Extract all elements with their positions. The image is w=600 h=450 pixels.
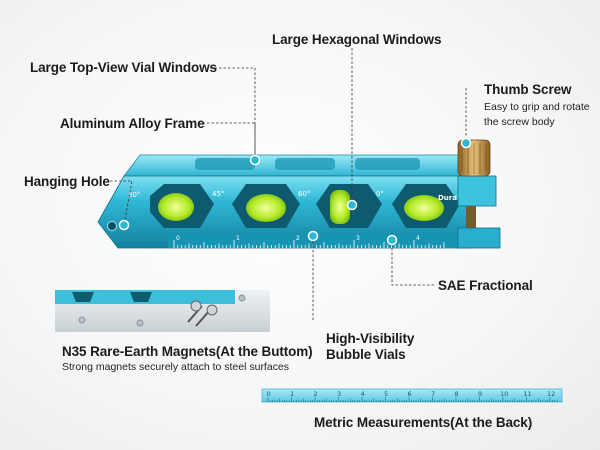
label-bubble-vials-2: Bubble Vials <box>326 347 406 362</box>
metric-number: 1 <box>290 390 294 398</box>
metric-number: 4 <box>361 390 365 398</box>
thumb-screw <box>457 139 491 177</box>
label-metric: Metric Measurements(At the Back) <box>314 415 533 430</box>
angle-mark-0: 0° <box>376 190 384 198</box>
metric-number: 3 <box>337 390 341 398</box>
label-aluminum-frame: Aluminum Alloy Frame <box>60 116 205 131</box>
label-magnets: N35 Rare-Earth Magnets(At the Buttom) <box>62 344 313 359</box>
metric-number: 8 <box>455 390 459 398</box>
brand-logo: DuraTech <box>438 194 475 202</box>
hexagonal-window-1 <box>150 184 214 228</box>
bubble-vial <box>246 194 286 222</box>
metric-number: 7 <box>431 390 435 398</box>
sae-number: 3 <box>356 235 360 242</box>
magnet-inset <box>55 290 270 332</box>
screw-rod <box>466 206 476 236</box>
label-top-view-windows: Large Top-View Vial Windows <box>30 60 217 75</box>
angle-mark-45: 45° <box>212 190 224 198</box>
hexagonal-window-2 <box>232 184 300 228</box>
bubble-vial <box>404 195 444 221</box>
label-hanging-hole: Hanging Hole <box>24 174 110 189</box>
metric-number: 12 <box>547 390 555 398</box>
sae-number: 1 <box>236 235 240 242</box>
label-thumb-screw: Thumb Screw <box>484 82 572 97</box>
sae-number: 2 <box>296 235 300 242</box>
metric-number: 9 <box>478 390 482 398</box>
label-sae-fractional: SAE Fractional <box>438 278 533 293</box>
top-view-window <box>195 158 255 170</box>
callout-dots <box>118 137 472 246</box>
metric-number: 2 <box>314 390 318 398</box>
sae-number: 4 <box>416 235 420 242</box>
metric-number: 10 <box>500 390 508 398</box>
metric-number: 5 <box>384 390 388 398</box>
thumb-screw-desc-1: Easy to grip and rotate <box>484 101 590 113</box>
hanging-hole <box>107 221 117 231</box>
metric-number: 0 <box>267 390 271 398</box>
metric-number: 11 <box>524 390 532 398</box>
angle-mark-30: 30° <box>128 191 140 199</box>
top-view-window <box>355 158 420 170</box>
bubble-vial <box>330 190 350 224</box>
sae-number: 0 <box>176 235 180 242</box>
torpedo-level: 30° 45° 60° 0° DuraTech 0 1 2 3 4 <box>97 139 501 249</box>
label-bubble-vials-1: High-Visibility <box>326 331 415 346</box>
angle-mark-60: 60° <box>298 190 310 198</box>
hexagonal-window-4 <box>392 184 460 228</box>
leader-lines <box>110 48 467 320</box>
thumb-screw-desc-2: the screw body <box>484 116 555 128</box>
top-view-window <box>275 158 335 170</box>
bubble-vial <box>158 193 194 221</box>
label-hexagonal-windows: Large Hexagonal Windows <box>272 32 442 47</box>
magnets-desc: Strong magnets securely attach to steel … <box>62 361 290 373</box>
metric-number: 6 <box>408 390 412 398</box>
